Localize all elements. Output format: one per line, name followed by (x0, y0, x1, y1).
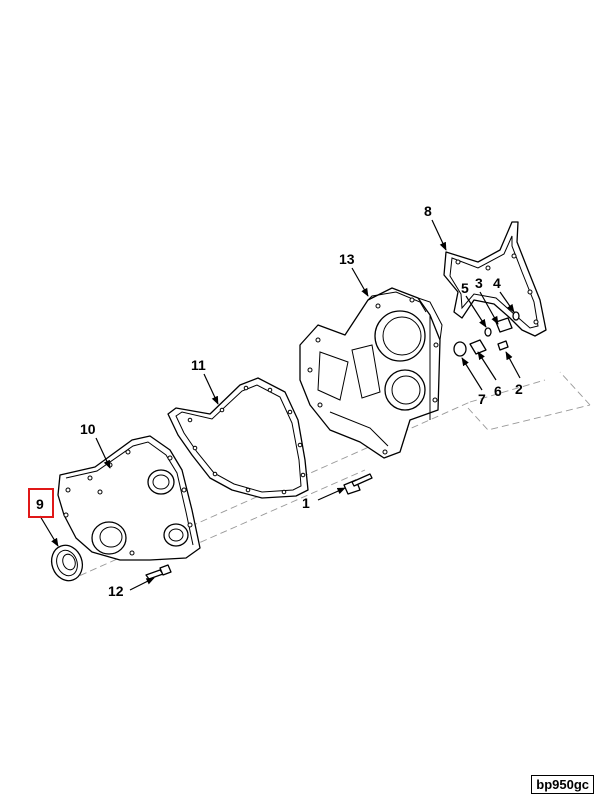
callout-7: 7 (478, 391, 486, 407)
part-o-ring-4 (512, 311, 520, 321)
callout-8: 8 (424, 203, 432, 219)
leader-lines (39, 219, 521, 591)
part-front-seal (50, 544, 84, 582)
highlight-box-callout-9 (28, 488, 54, 518)
part-o-ring-7 (453, 341, 467, 357)
part-accessory-gasket (443, 221, 547, 337)
callout-5: 5 (461, 280, 469, 296)
part-housing-capscrew (343, 473, 373, 495)
part-small-components (453, 311, 520, 357)
part-fitting-6 (469, 339, 487, 355)
callout-1: 1 (302, 495, 310, 511)
callout-6: 6 (494, 383, 502, 399)
gasket-bolt-holes (187, 385, 306, 495)
callout-labels: 1 2 3 4 5 6 7 8 9 10 11 12 13 (36, 203, 523, 599)
callout-2: 2 (515, 381, 523, 397)
cover-bolt-holes (63, 449, 193, 556)
part-front-gear-cover (57, 435, 201, 561)
callout-12: 12 (108, 583, 124, 599)
part-screw-2 (497, 340, 509, 351)
housing-bolt-holes (307, 297, 439, 455)
callout-3: 3 (475, 275, 483, 291)
callout-11: 11 (191, 357, 206, 373)
part-cover-gasket (167, 377, 309, 499)
part-cover-capscrew (145, 564, 172, 580)
part-o-ring-5 (484, 327, 492, 337)
callout-10: 10 (80, 421, 96, 437)
part-gear-housing (299, 287, 443, 459)
part-fitting-3 (495, 317, 513, 333)
reference-code-label: bp950gc (531, 775, 594, 794)
callout-4: 4 (493, 275, 501, 291)
callout-13: 13 (339, 251, 355, 267)
callout-9: 9 (36, 496, 44, 512)
